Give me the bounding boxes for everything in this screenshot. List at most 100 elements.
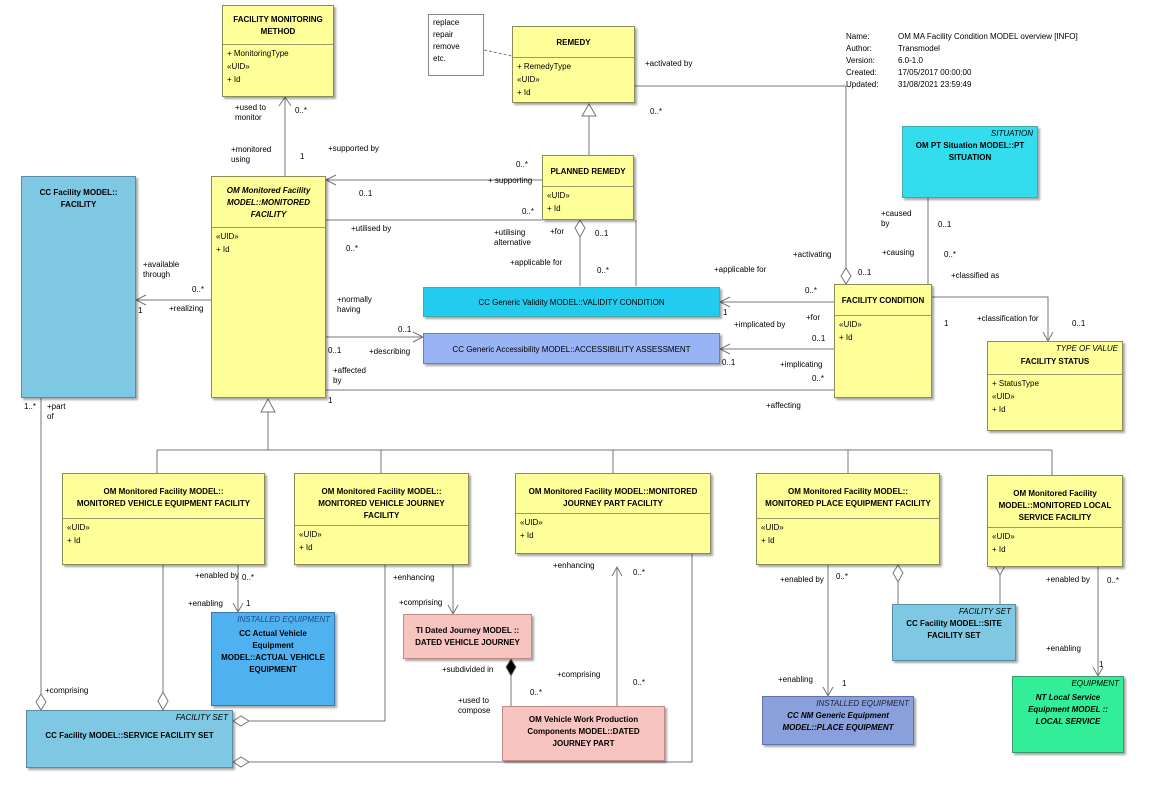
role-label: +classification for xyxy=(977,314,1039,323)
multiplicity-label: 1..* xyxy=(24,402,37,411)
multiplicity-label: 0..* xyxy=(242,573,255,582)
class-monitored-place-equipment-facility[interactable]: OM Monitored Facility MODEL:: MONITORED … xyxy=(756,473,940,565)
class-planned-remedy[interactable]: PLANNED REMEDY «UID» + Id xyxy=(542,155,634,220)
multiplicity-label: 0..* xyxy=(522,207,535,216)
stereotype: «UID» xyxy=(216,232,239,241)
class-title: OM Vehicle Work Production xyxy=(528,715,639,724)
stereotype: «UID» xyxy=(992,392,1015,401)
class-monitored-facility[interactable]: OM Monitored Facility MODEL::MONITORED F… xyxy=(211,176,326,398)
class-monitored-vehicle-equipment-facility[interactable]: OM Monitored Facility MODEL:: MONITORED … xyxy=(62,473,265,565)
class-monitored-journey-part-facility[interactable]: OM Monitored Facility MODEL::MONITORED J… xyxy=(515,473,711,554)
multiplicity-label: 1 xyxy=(138,306,143,315)
class-title: MODEL::ACTUAL VEHICLE xyxy=(221,653,325,662)
stereotype: TYPE OF VALUE xyxy=(1055,344,1118,353)
class-validity-condition[interactable]: CC Generic Validity MODEL::VALIDITY COND… xyxy=(423,287,720,317)
multiplicity-label: 0..* xyxy=(597,266,610,275)
role-label: +activating xyxy=(793,250,832,259)
class-title: FACILITY xyxy=(363,511,400,520)
class-title: MODEL::PLACE EQUIPMENT xyxy=(782,723,894,732)
role-label: +classified as xyxy=(951,271,1000,280)
class-title: DATED VEHICLE JOURNEY xyxy=(415,638,520,647)
class-title: CC Actual Vehicle Equipment xyxy=(239,629,307,650)
multiplicity-label: 0..* xyxy=(805,286,818,295)
meta-version-key: Version: xyxy=(846,56,875,65)
multiplicity-label: 0..* xyxy=(944,250,957,259)
role-label: +implicated by xyxy=(734,320,786,329)
class-facility-status[interactable]: TYPE OF VALUE FACILITY STATUS + StatusTy… xyxy=(987,341,1123,431)
class-title: CC Facility MODEL::SERVICE FACILITY SET xyxy=(45,731,214,740)
attribute: + Id xyxy=(992,405,1006,414)
multiplicity-label: 1 xyxy=(328,396,333,405)
role-label: +caused by xyxy=(881,209,912,228)
attribute: + Id xyxy=(839,333,853,342)
class-title: PLANNED REMEDY xyxy=(550,167,626,176)
class-title: NT Local Service xyxy=(1035,693,1101,702)
multiplicity-label: 0..* xyxy=(346,244,359,253)
multiplicity-label: 0..1 xyxy=(858,268,872,277)
class-site-facility-set[interactable]: FACILITY SET CC Facility MODEL::SITE FAC… xyxy=(892,604,1016,661)
meta-created-key: Created: xyxy=(846,68,877,77)
class-local-service[interactable]: EQUIPMENT NT Local Service Equipment MOD… xyxy=(1012,676,1124,753)
role-label: +supported by xyxy=(328,144,379,153)
stereotype: INSTALLED EQUIPMENT xyxy=(816,699,909,708)
note-line: remove xyxy=(433,42,460,51)
stereotype: «UID» xyxy=(520,518,543,527)
multiplicity-label: 0..1 xyxy=(328,346,342,355)
class-actual-vehicle-equipment[interactable]: INSTALLED EQUIPMENT CC Actual Vehicle Eq… xyxy=(211,612,335,706)
stereotype: «UID» xyxy=(299,530,322,539)
stereotype: «UID» xyxy=(839,320,862,329)
class-pt-situation[interactable]: SITUATION OM PT Situation MODEL::PT SITU… xyxy=(902,126,1038,198)
class-facility-condition[interactable]: FACILITY CONDITION «UID» + Id xyxy=(834,284,932,398)
role-label: +comprising xyxy=(557,670,601,679)
class-service-facility-set[interactable]: FACILITY SET CC Facility MODEL::SERVICE … xyxy=(26,710,233,768)
class-title: TI Dated Journey MODEL :: xyxy=(415,626,520,635)
attribute: + MonitoringType xyxy=(227,49,289,58)
class-title: CC Facility MODEL:: xyxy=(39,188,118,197)
multiplicity-label: 0..* xyxy=(1107,576,1120,585)
stereotype: «UID» xyxy=(227,62,250,71)
role-label: +affecting xyxy=(766,401,801,410)
role-label: +available through xyxy=(143,260,180,279)
class-accessibility-assessment[interactable]: CC Generic Accessibility MODEL::ACCESSIB… xyxy=(423,333,720,364)
multiplicity-label: 1 xyxy=(300,152,305,161)
class-title: FACILITY MONITORING xyxy=(233,15,323,24)
role-label: +used to compose xyxy=(458,696,491,715)
multiplicity-label: 0..1 xyxy=(595,229,609,238)
role-label: +implicating xyxy=(780,360,823,369)
role-label: +enabled by xyxy=(780,575,824,584)
meta-version: 6.0-1.0 xyxy=(898,56,923,65)
multiplicity-label: 1 xyxy=(1099,660,1104,669)
attribute: + Id xyxy=(547,204,561,213)
class-title: Equipment MODEL :: xyxy=(1028,705,1108,714)
class-title: CC Generic Validity MODEL::VALIDITY COND… xyxy=(478,298,665,307)
class-remedy[interactable]: REMEDY + RemedyType «UID» + Id xyxy=(512,26,635,103)
multiplicity-label: 1 xyxy=(944,319,949,328)
class-monitored-local-service-facility[interactable]: OM Monitored Facility MODEL::MONITORED L… xyxy=(987,475,1123,567)
multiplicity-label: 0..1 xyxy=(359,189,373,198)
class-title: METHOD xyxy=(260,27,296,36)
class-facility-monitoring-method[interactable]: FACILITY MONITORING METHOD + MonitoringT… xyxy=(222,5,334,97)
note-line: etc. xyxy=(433,54,446,63)
role-label: +applicable for xyxy=(714,265,767,274)
class-dated-journey-part[interactable]: OM Vehicle Work Production Components MO… xyxy=(502,706,665,761)
class-title: Components MODEL::DATED xyxy=(527,727,640,736)
attribute: + Id xyxy=(67,536,81,545)
class-title: OM Monitored Facility MODEL:: xyxy=(788,487,908,496)
class-place-equipment[interactable]: INSTALLED EQUIPMENT CC NM Generic Equipm… xyxy=(762,696,914,745)
role-label: +for xyxy=(550,227,565,236)
meta-author: Transmodel xyxy=(898,44,940,53)
multiplicity-label: 1 xyxy=(723,308,728,317)
remedy-note[interactable]: replace repair remove etc. xyxy=(428,14,484,76)
class-facility[interactable]: CC Facility MODEL:: FACILITY xyxy=(21,176,136,398)
role-label: +for xyxy=(806,313,821,322)
stereotype: FACILITY SET xyxy=(958,607,1011,616)
class-title: OM Monitored Facility xyxy=(1013,489,1097,498)
role-label: +describing xyxy=(369,347,411,356)
multiplicity-label: 0..* xyxy=(530,688,543,697)
class-dated-vehicle-journey[interactable]: TI Dated Journey MODEL :: DATED VEHICLE … xyxy=(403,614,532,659)
class-monitored-vehicle-journey-facility[interactable]: OM Monitored Facility MODEL:: MONITORED … xyxy=(294,473,469,565)
role-label: +utilising alternative xyxy=(494,228,531,247)
role-label: +enhancing xyxy=(393,573,435,582)
diagram-metadata: Name:OM MA Facility Condition MODEL over… xyxy=(846,31,1078,91)
